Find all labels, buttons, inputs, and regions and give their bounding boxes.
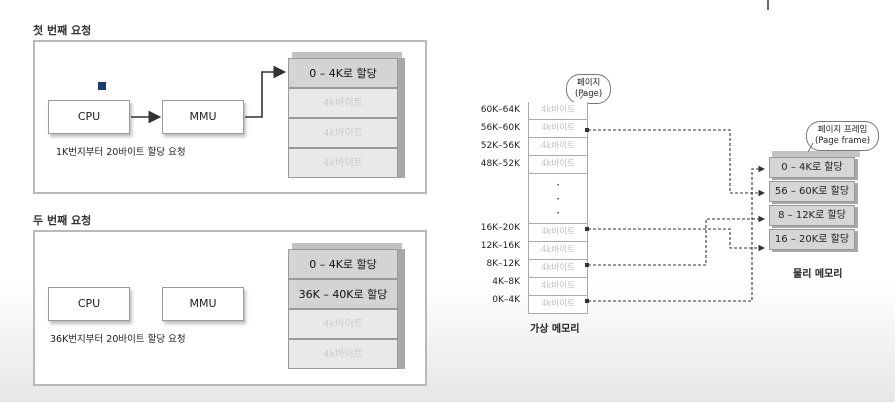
mmu-box-2: MMU (162, 287, 244, 321)
vlabel-16k: 16K–20K (480, 223, 520, 233)
physical-memory-column: 0 – 4K로 할당 56 – 60K로 할당 8 – 12K로 할당 16 –… (769, 157, 855, 250)
page-1-3: 4k바이트 (288, 148, 398, 178)
page-2-2: 4k바이트 (288, 309, 398, 339)
vcell-8k: 4k바이트 (528, 260, 588, 278)
vcell-0k: 4k바이트 (528, 296, 588, 314)
page-1-0: 0 – 4K로 할당 (288, 58, 398, 88)
vlabel-4k: 4K–8K (492, 277, 520, 287)
second-request-note: 36K번지부터 20바이트 할당 요청 (50, 334, 186, 345)
page-frame-bubble: 페이지 프레임 (Page frame) (806, 121, 880, 151)
mmu-to-page-arrow-1 (245, 65, 287, 118)
vcell-gap: · · · (528, 174, 588, 224)
page-2-1: 36K – 40K로 할당 (288, 279, 398, 309)
vlabel-8k: 8K–12K (486, 259, 520, 269)
page-2-0: 0 – 4K로 할당 (288, 249, 398, 279)
vcell-16k: 4k바이트 (528, 224, 588, 242)
map-16k-arrow (588, 228, 766, 252)
page-2-3: 4k바이트 (288, 339, 398, 369)
vlabel-12k: 12K–16K (480, 241, 520, 251)
cpu-box-2: CPU (48, 287, 130, 321)
vlabel-0k: 0K–4K (492, 295, 520, 305)
page-frame-bubble-line1: 페이지 프레임 (817, 125, 868, 135)
page-1-1: 4k바이트 (288, 88, 398, 118)
frame-0: 0 – 4K로 할당 (769, 157, 855, 178)
vcell-4k: 4k바이트 (528, 278, 588, 296)
cpu-box-1: CPU (48, 100, 130, 134)
page-bubble-line1: 페이지 (576, 78, 601, 88)
vlabel-60k: 60K–64K (480, 105, 520, 115)
frame-1: 56 – 60K로 할당 (769, 181, 855, 202)
page-1-2: 4k바이트 (288, 118, 398, 148)
map-0k-arrow (588, 165, 766, 302)
virtual-memory-column: 4k바이트 4k바이트 4k바이트 4k바이트 · · · 4k바이트 4k바이… (528, 102, 588, 314)
page-frame-bubble-line2: (Page frame) (815, 136, 871, 146)
vlabel-52k: 52K–56K (480, 141, 520, 151)
vlabel-56k: 56K–60K (480, 123, 520, 133)
map-8k-arrow (588, 215, 766, 266)
page-bubble-line2: (Page) (575, 89, 603, 99)
first-request-note: 1K번지부터 20바이트 할당 요청 (56, 147, 186, 158)
vcell-60k: 4k바이트 (528, 102, 588, 120)
vcell-48k: 4k바이트 (528, 156, 588, 174)
second-request-title: 두 번째 요청 (33, 214, 92, 227)
physical-memory-caption: 물리 메모리 (793, 269, 843, 280)
virtual-memory-caption: 가상 메모리 (530, 324, 580, 335)
vcell-12k: 4k바이트 (528, 242, 588, 260)
cursor-marker (98, 82, 106, 90)
mmu-box-1: MMU (162, 100, 244, 134)
page-bubble: 페이지 (Page) (566, 74, 612, 104)
vlabel-48k: 48K–52K (480, 159, 520, 169)
vcell-52k: 4k바이트 (528, 138, 588, 156)
frame-2: 8 – 12K로 할당 (769, 205, 855, 226)
first-request-title: 첫 번째 요청 (33, 24, 92, 37)
frame-3: 16 – 20K로 할당 (769, 229, 855, 250)
map-56k-arrow (588, 129, 766, 197)
